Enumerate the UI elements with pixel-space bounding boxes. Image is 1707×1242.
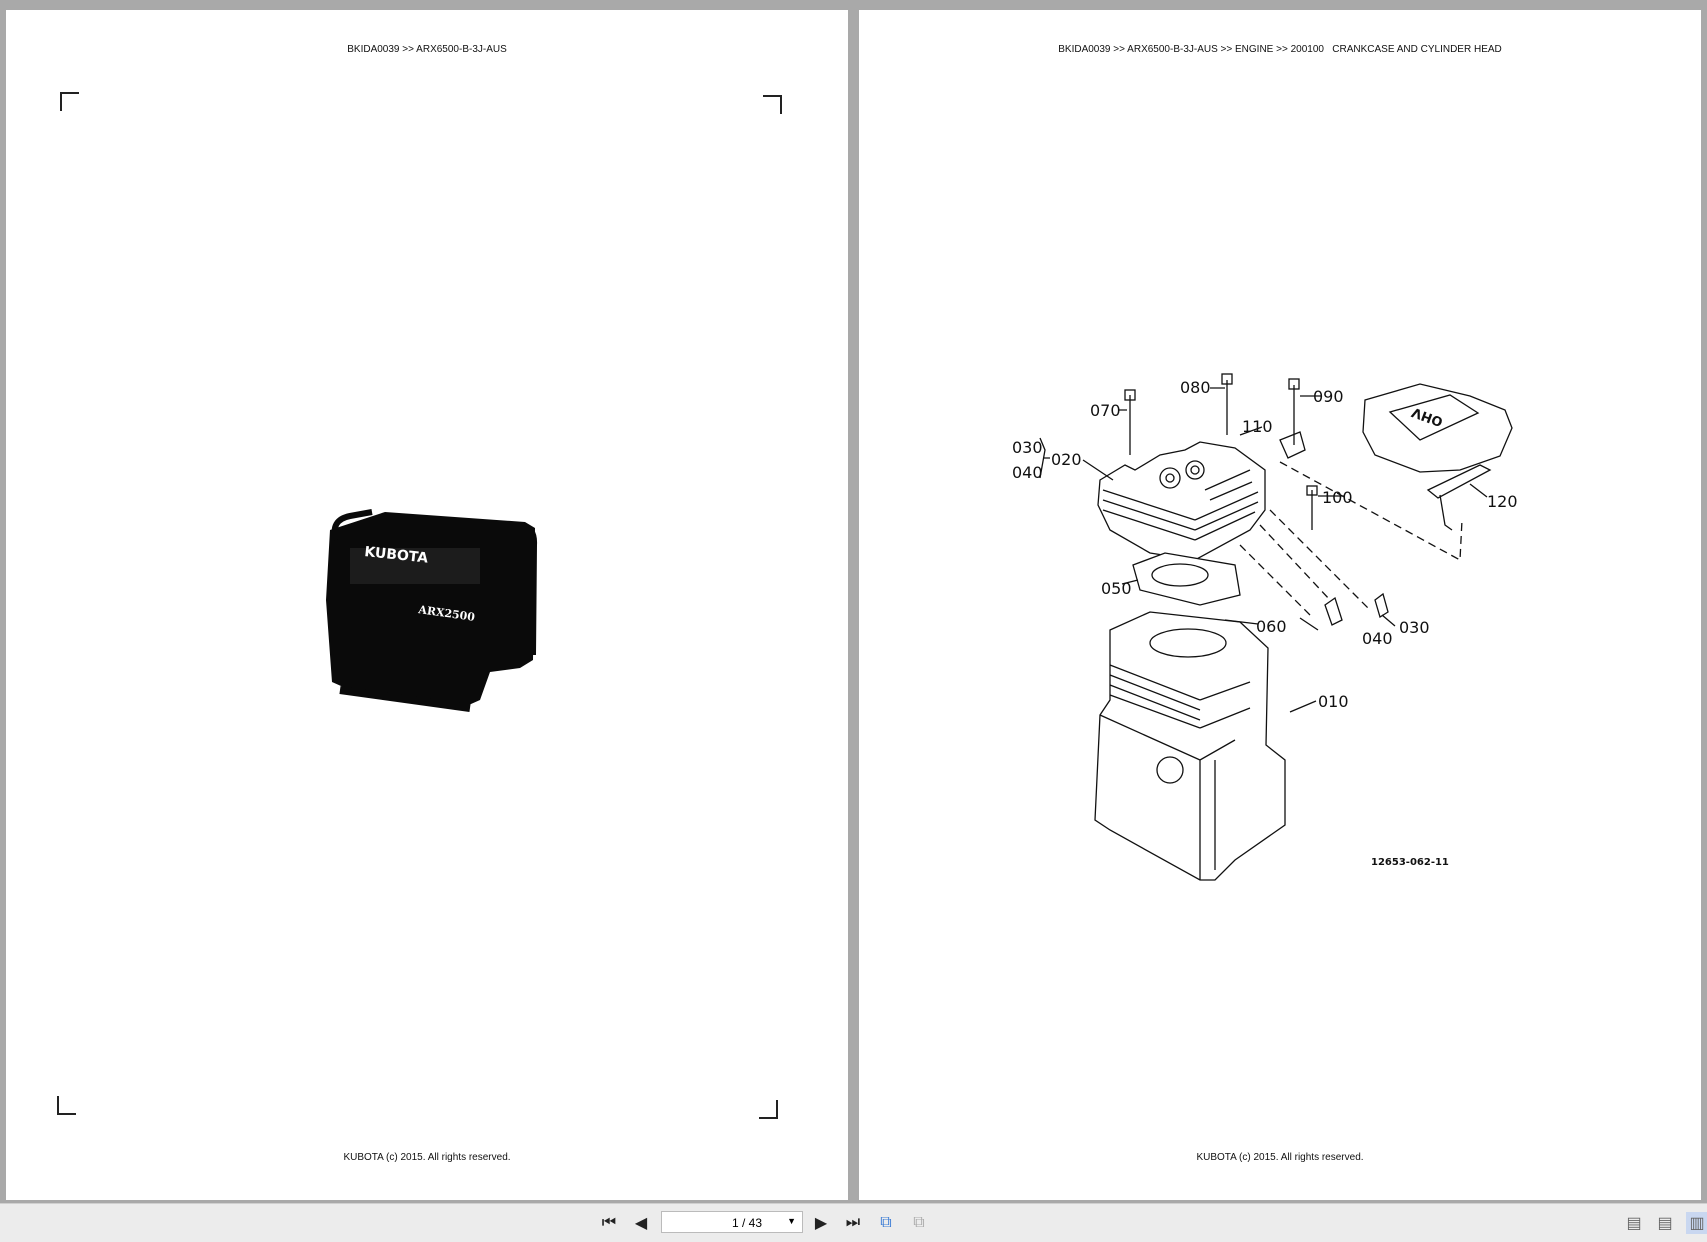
single-page-view-icon[interactable]: ▤ [1626, 1215, 1642, 1232]
crop-mark-top-right [763, 95, 782, 114]
crop-mark-top-left [60, 92, 79, 111]
next-page-button[interactable]: ▶ [814, 1215, 828, 1232]
page-footer: KUBOTA (c) 2015. All rights reserved. [343, 1152, 511, 1163]
previous-page-button[interactable]: ◀ [634, 1215, 648, 1232]
bottom-toolbar: ⏮ ◀ 1 / 43 ▼ ▶ ⏭ ⧉ ⧉ ▤ ▤ ▥ [0, 1203, 1707, 1242]
last-page-button[interactable]: ⏭ [845, 1214, 861, 1231]
page-indicator: 1 / 43 [732, 1216, 763, 1230]
crop-mark-bottom-right [759, 1100, 778, 1119]
two-page-view-icon[interactable]: ▥ [1686, 1212, 1707, 1234]
first-page-button[interactable]: ⏮ [601, 1214, 617, 1231]
page-header: BKIDA0039 >> ARX6500-B-3J-AUS >> ENGINE … [1058, 44, 1502, 55]
page-number-input[interactable]: 1 / 43 ▼ [661, 1211, 803, 1233]
continuous-view-icon[interactable]: ▤ [1657, 1215, 1673, 1232]
compare-pages-icon[interactable]: ⧉ [913, 1214, 925, 1231]
crop-mark-bottom-left [57, 1096, 76, 1115]
page-footer: KUBOTA (c) 2015. All rights reserved. [1196, 1152, 1364, 1163]
pdf-page-right: BKIDA0039 >> ARX6500-B-3J-AUS >> ENGINE … [859, 10, 1701, 1200]
pdf-page-left: BKIDA0039 >> ARX6500-B-3J-AUS KUBOTA (c)… [6, 10, 848, 1200]
chevron-down-icon[interactable]: ▼ [787, 1216, 796, 1226]
sync-pages-icon[interactable]: ⧉ [880, 1214, 892, 1231]
page-header: BKIDA0039 >> ARX6500-B-3J-AUS [347, 44, 507, 55]
